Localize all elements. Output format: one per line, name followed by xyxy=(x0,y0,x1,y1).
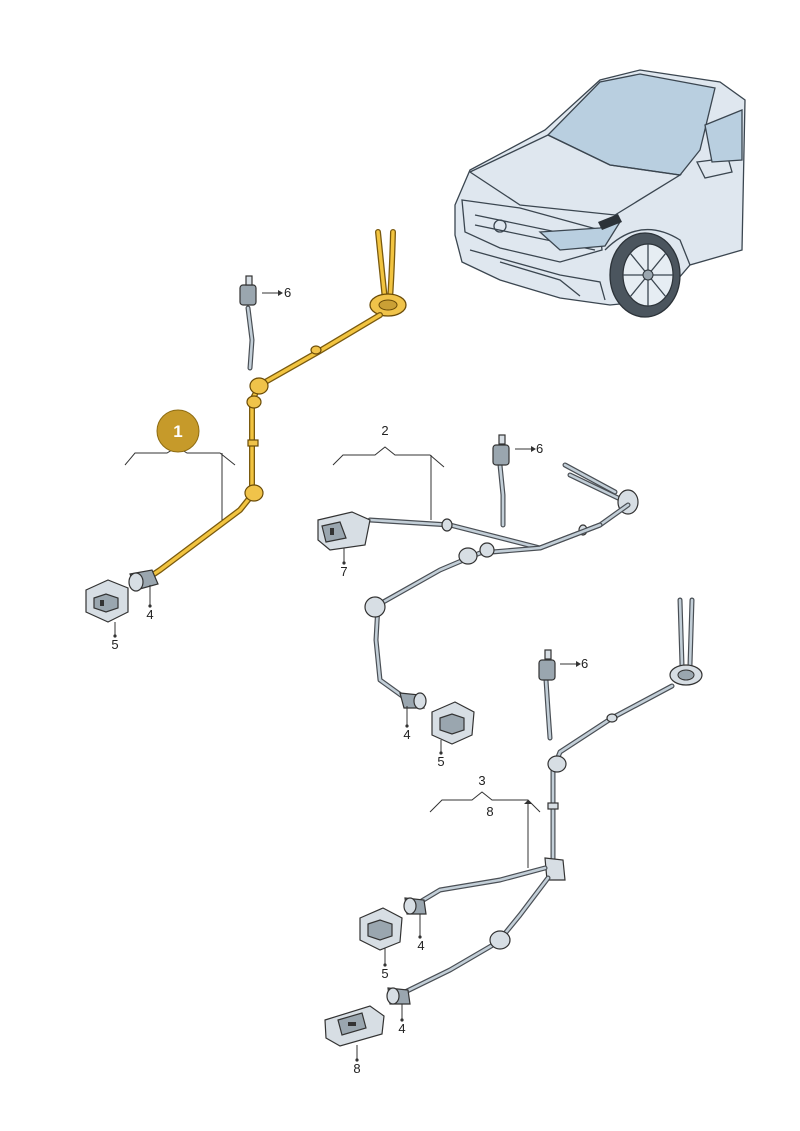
label-part-4-middle: 4 xyxy=(403,727,410,742)
label-group-2: 2 xyxy=(381,423,388,438)
label-part-4-left: 4 xyxy=(146,607,153,622)
label-part-4-bottom-lower: 4 xyxy=(398,1021,405,1036)
connector-7[interactable] xyxy=(317,511,371,551)
wire-harness-1-highlighted[interactable] xyxy=(128,229,407,592)
highlight-badge: 1 xyxy=(156,409,200,453)
wire-harness-3[interactable] xyxy=(386,597,703,1005)
clip-6-bottom[interactable] xyxy=(538,649,556,741)
label-part-5-bottom: 5 xyxy=(381,966,388,981)
vehicle-illustration xyxy=(454,69,746,318)
label-part-5-left: 5 xyxy=(111,637,118,652)
connector-5-left[interactable] xyxy=(85,579,129,623)
label-group-3: 3 xyxy=(478,773,485,788)
connector-8[interactable] xyxy=(324,1005,385,1047)
label-part-7: 7 xyxy=(340,564,347,579)
clip-6-left[interactable] xyxy=(239,275,257,371)
wire-harness-2[interactable] xyxy=(364,462,639,710)
callout-lines xyxy=(114,292,577,1060)
label-part-6-left: 6 xyxy=(284,285,291,300)
callout-labels: 2 3 8 4 4 4 4 5 5 5 6 6 6 7 8 xyxy=(111,285,588,1076)
label-part-8: 8 xyxy=(353,1061,360,1076)
label-part-6-middle: 6 xyxy=(536,441,543,456)
badge-number: 1 xyxy=(173,422,182,441)
connector-5-middle[interactable] xyxy=(431,701,475,745)
label-part-6-bottom: 6 xyxy=(581,656,588,671)
connector-5-bottom[interactable] xyxy=(359,907,403,951)
clip-6-middle[interactable] xyxy=(492,434,510,528)
label-part-5-middle: 5 xyxy=(437,754,444,769)
leader-arrowheads xyxy=(113,290,581,1062)
label-group-3-sub: 8 xyxy=(486,804,493,819)
label-part-4-bottom-upper: 4 xyxy=(417,938,424,953)
